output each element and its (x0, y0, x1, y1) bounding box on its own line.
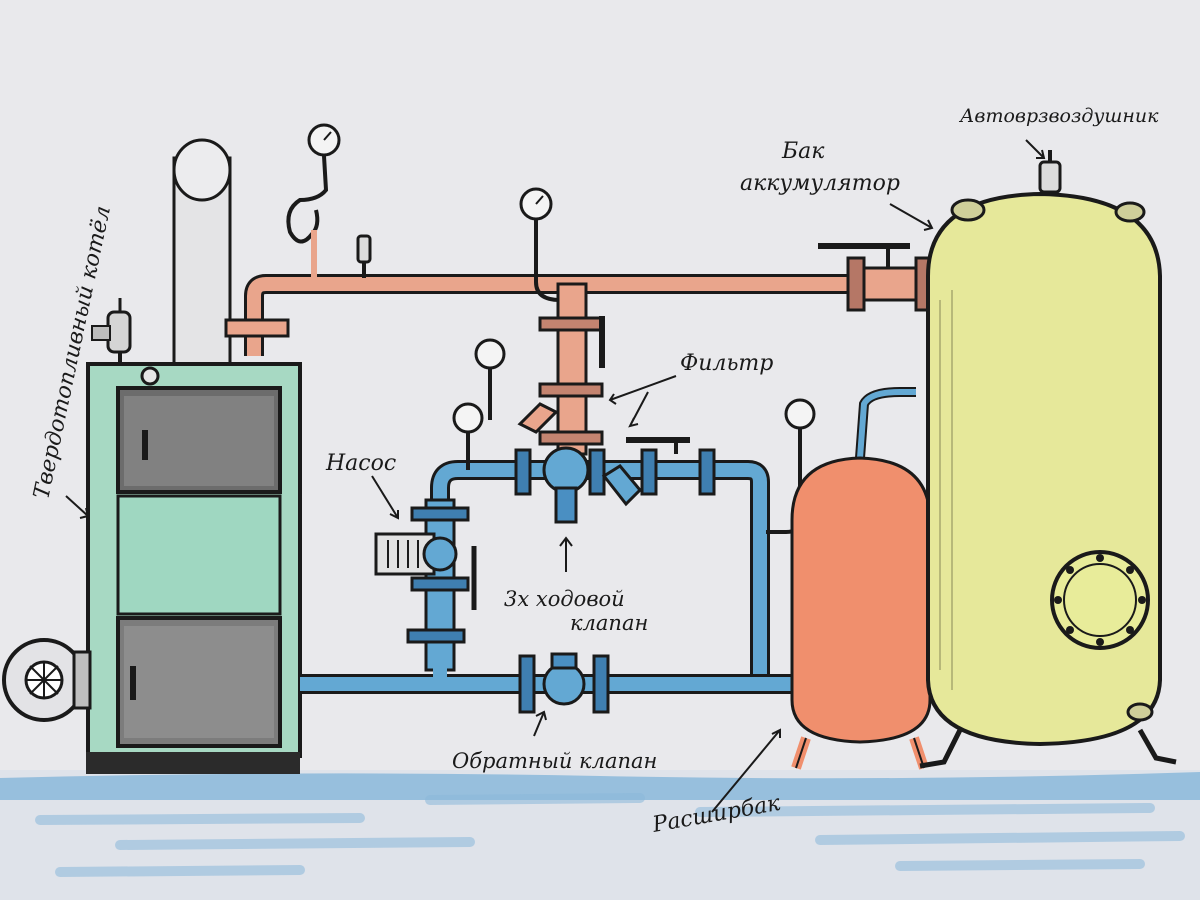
three-way-valve (542, 446, 590, 524)
check-valve (542, 652, 586, 706)
mixing-branch (517, 282, 605, 456)
accumulator-tank (919, 191, 1177, 769)
blower-fan (2, 638, 92, 722)
supply-ball-valve (818, 243, 910, 268)
label-filter: Фильтр (680, 351, 773, 376)
automatic-air-vent (1038, 150, 1062, 194)
label-check-valve: Обратный клапан (452, 749, 657, 773)
upper-pressure-gauge (519, 187, 561, 302)
label-pump: Насос (325, 451, 396, 476)
boiler-safety-valve (91, 298, 132, 364)
chimney (172, 138, 232, 366)
pump-assembly (374, 498, 477, 672)
strainer-filter (601, 464, 643, 507)
label-three-way-line1: 3х ходовой (504, 587, 625, 611)
solid-fuel-boiler (86, 362, 302, 774)
supply-pipe (224, 256, 973, 356)
expansion-tank (790, 387, 932, 770)
mixing-loop-pipe (430, 437, 770, 680)
label-three-way-line2: клапан (570, 611, 648, 635)
label-air-vent: Автоврзвоздушник (958, 105, 1159, 127)
floor (0, 770, 1200, 900)
label-accumulator-line1: Бак (781, 139, 825, 164)
loop-pressure-gauge-left (452, 402, 484, 470)
pointer-arrows (65, 139, 1046, 813)
supply-air-vent (356, 234, 372, 278)
loop-pressure-gauge-top (474, 338, 506, 420)
label-accumulator-line2: аккумулятор (740, 171, 900, 196)
boiler-pressure-gauge (286, 123, 341, 284)
